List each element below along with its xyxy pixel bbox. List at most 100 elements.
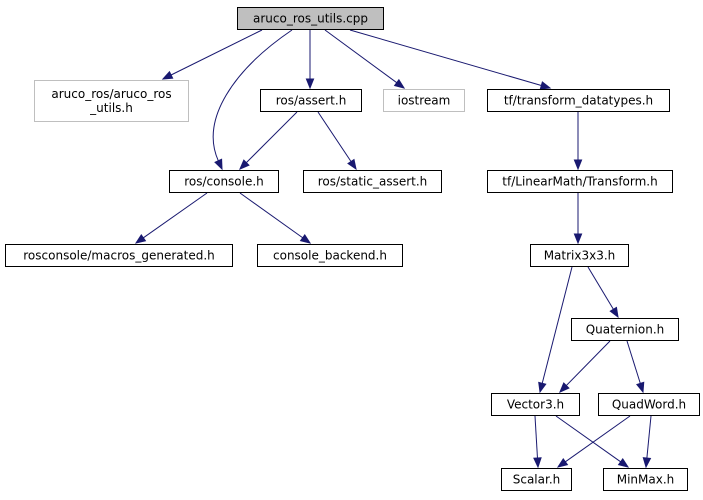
- node-box: [598, 393, 700, 416]
- edge-line: [317, 111, 352, 162]
- node-box: [303, 170, 442, 193]
- node-label: aruco_ros/aruco_ros: [51, 87, 171, 101]
- edge-line: [143, 192, 208, 239]
- node-static_assert[interactable]: ros/static_assert.h: [303, 170, 442, 193]
- node-box: [260, 89, 362, 112]
- edge-line: [565, 340, 611, 386]
- node-label: MinMax.h: [617, 473, 675, 487]
- edge-vector3-to-scalar: [533, 415, 542, 469]
- edge-line: [646, 415, 652, 459]
- node-label: QuadWord.h: [612, 398, 686, 412]
- node-label: tf/transform_datatypes.h: [504, 94, 653, 108]
- node-aruco_utils_h[interactable]: aruco_ros/aruco_ros_utils.h: [34, 80, 189, 122]
- arrowhead: [559, 382, 570, 393]
- arrowhead: [134, 233, 147, 244]
- node-box: [237, 7, 384, 30]
- arrowhead: [347, 158, 357, 171]
- edge-ros_console-to-macros_generated: [134, 192, 208, 244]
- edge-line: [349, 29, 542, 86]
- node-quadword[interactable]: QuadWord.h: [598, 393, 700, 416]
- node-box: [383, 89, 465, 112]
- arrowhead: [556, 457, 569, 468]
- edge-ros_assert-to-static_assert: [317, 111, 357, 171]
- node-box: [571, 318, 679, 341]
- edge-quaternion-to-vector3: [559, 340, 611, 393]
- edge-matrix3x3-to-vector3: [538, 266, 573, 394]
- node-box: [487, 89, 670, 112]
- arrowhead: [636, 381, 645, 394]
- arrowhead: [214, 158, 223, 171]
- node-minmax[interactable]: MinMax.h: [603, 468, 688, 491]
- node-label: ros/static_assert.h: [318, 175, 428, 189]
- edge-root-to-iostream: [324, 29, 406, 89]
- edge-ros_assert-to-ros_console: [239, 111, 298, 170]
- node-macros_generated[interactable]: rosconsole/macros_generated.h: [5, 244, 233, 267]
- node-label: aruco_ros_utils.cpp: [253, 12, 368, 26]
- node-box: [34, 80, 189, 122]
- node-box: [603, 468, 688, 491]
- edge-line: [534, 415, 538, 459]
- edge-line: [555, 415, 621, 463]
- arrowhead: [617, 457, 630, 468]
- node-label: console_backend.h: [273, 249, 387, 263]
- node-label: ros/assert.h: [276, 94, 347, 108]
- arrowhead: [573, 159, 583, 171]
- edge-matrix3x3-to-quaternion: [587, 266, 619, 319]
- edge-root-to-tf_datatypes: [349, 29, 552, 90]
- node-label: tf/LinearMath/Transform.h: [502, 175, 657, 189]
- node-vector3[interactable]: Vector3.h: [491, 393, 580, 416]
- edge-line: [212, 29, 293, 161]
- arrowhead: [161, 70, 174, 80]
- node-ros_console[interactable]: ros/console.h: [169, 170, 279, 193]
- arrowhead: [573, 233, 583, 245]
- node-label: Vector3.h: [507, 398, 564, 412]
- arrowhead: [642, 457, 652, 469]
- arrowhead: [538, 381, 547, 394]
- node-label: iostream: [398, 94, 451, 108]
- node-scalar[interactable]: Scalar.h: [501, 468, 572, 491]
- node-console_backend[interactable]: console_backend.h: [257, 244, 403, 267]
- node-label: ros/console.h: [184, 175, 264, 189]
- node-label: Quaternion.h: [586, 323, 665, 337]
- edge-quadword-to-minmax: [642, 415, 652, 469]
- edge-line: [239, 192, 303, 239]
- node-box: [491, 393, 580, 416]
- edge-line: [170, 29, 263, 76]
- edge-line: [565, 415, 631, 463]
- arrowhead: [393, 78, 406, 89]
- arrowhead: [539, 81, 552, 90]
- arrowhead: [305, 78, 315, 90]
- edge-quadword-to-scalar: [556, 415, 631, 468]
- arrowhead: [533, 457, 542, 469]
- edge-vector3-to-minmax: [555, 415, 630, 468]
- arrowhead: [239, 159, 250, 170]
- edge-tf_datatypes-to-tf_transform: [573, 112, 583, 171]
- node-label: Matrix3x3.h: [544, 249, 616, 263]
- node-label: _utils.h: [89, 101, 133, 115]
- edge-root-to-aruco_utils_h: [161, 29, 263, 80]
- node-box: [169, 170, 279, 193]
- edge-root-to-ros_assert: [305, 30, 315, 90]
- edge-tf_transform-to-matrix3x3: [573, 193, 583, 245]
- node-box: [501, 468, 572, 491]
- edge-line: [324, 29, 398, 84]
- edge-ros_console-to-console_backend: [239, 192, 312, 244]
- node-ros_assert[interactable]: ros/assert.h: [260, 89, 362, 112]
- node-tf_datatypes[interactable]: tf/transform_datatypes.h: [487, 89, 670, 112]
- node-box: [5, 244, 233, 267]
- node-tf_transform[interactable]: tf/LinearMath/Transform.h: [487, 170, 673, 193]
- edges-layer: [134, 29, 652, 469]
- arrowhead: [299, 233, 312, 244]
- node-box: [530, 244, 629, 267]
- edge-quaternion-to-quadword: [626, 340, 645, 394]
- arrowhead: [609, 306, 619, 319]
- node-iostream[interactable]: iostream: [383, 89, 465, 112]
- nodes-layer: aruco_ros_utils.cpp aruco_ros/aruco_ros_u…: [5, 7, 700, 491]
- node-quaternion[interactable]: Quaternion.h: [571, 318, 679, 341]
- edge-root-to-ros_console: [212, 29, 293, 171]
- node-matrix3x3[interactable]: Matrix3x3.h: [530, 244, 629, 267]
- edge-line: [587, 266, 614, 310]
- node-root[interactable]: aruco_ros_utils.cpp: [237, 7, 384, 30]
- node-box: [257, 244, 403, 267]
- node-box: [487, 170, 673, 193]
